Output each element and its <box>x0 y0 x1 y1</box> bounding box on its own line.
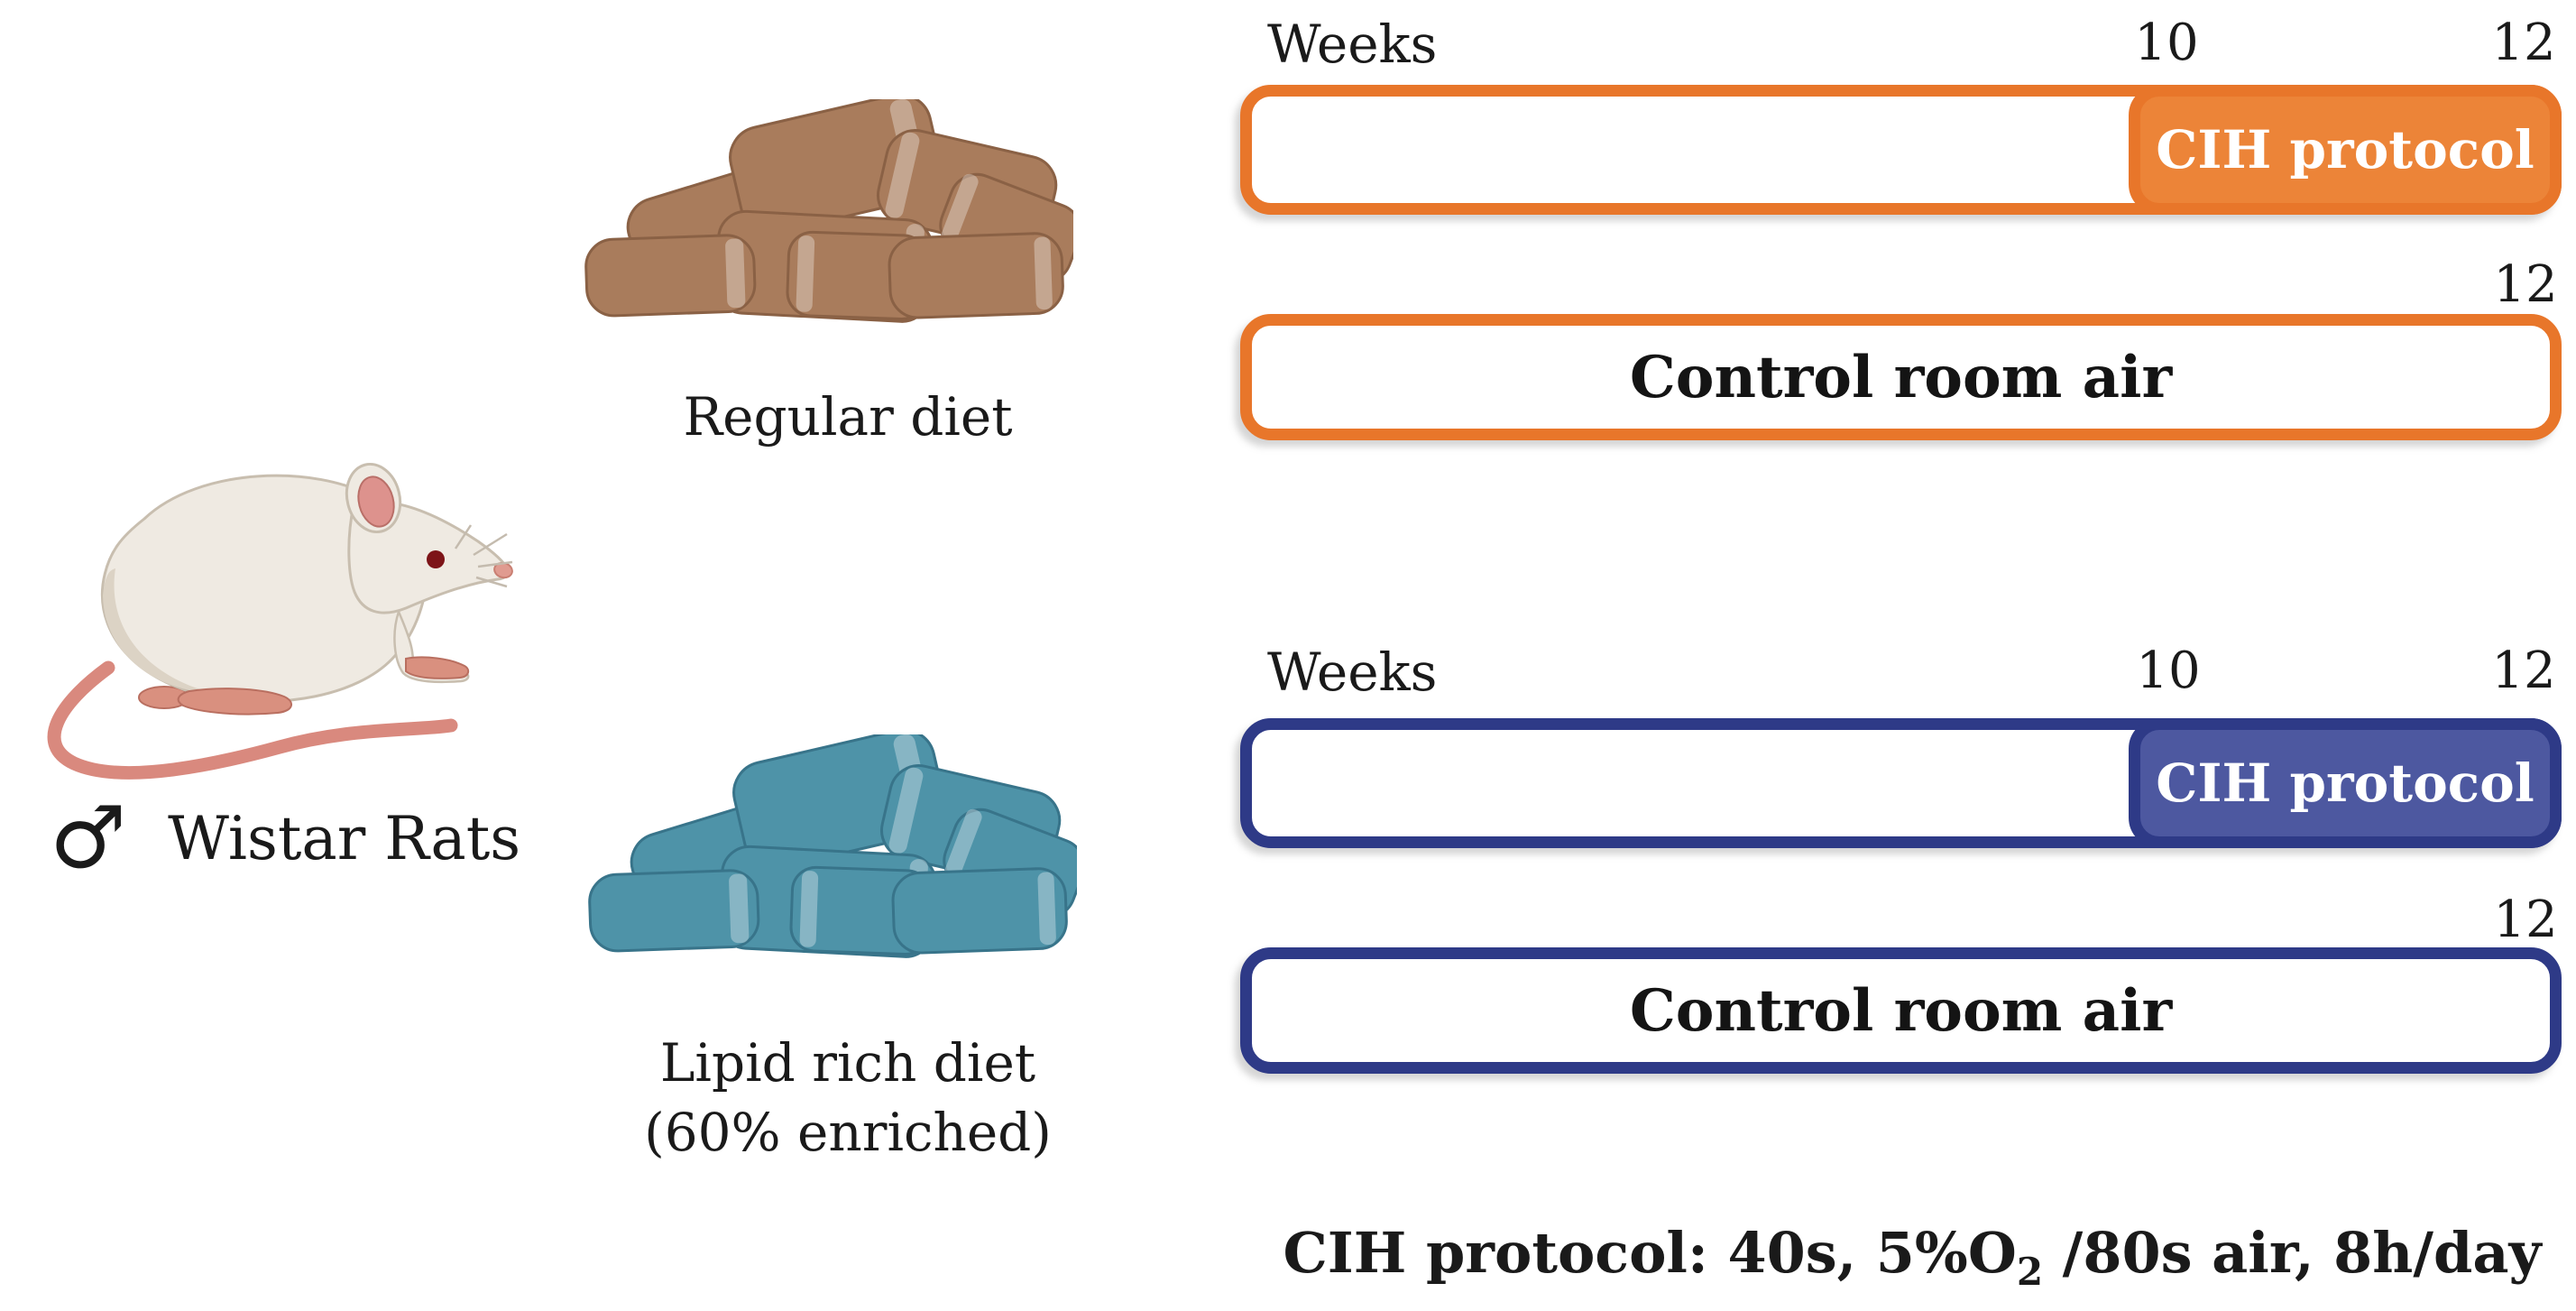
footnote-subscript: 2 <box>2016 1250 2044 1294</box>
timeline1-cih-bar: CIH protocol <box>1240 85 2562 215</box>
timeline2-control-bar: Control room air <box>1240 947 2562 1074</box>
wistar-rat-illustration <box>47 462 513 780</box>
rat-whiskers <box>454 524 513 588</box>
timeline2-control-bar-label: Control room air <box>1629 976 2173 1045</box>
male-symbol-icon: ♂ <box>50 789 127 888</box>
footnote-text-tail: /80s air, 8h/day <box>2043 1220 2542 1286</box>
timeline1-control-bar: Control room air <box>1240 314 2562 440</box>
subject-label: Wistar Rats <box>168 803 521 873</box>
timeline2-tick-week12: 12 <box>2491 642 2556 700</box>
rat-front-paw <box>405 656 470 679</box>
timeline1-tick-week12: 12 <box>2491 14 2556 72</box>
regular-diet-label: Regular diet <box>683 386 1013 448</box>
lipid-rich-diet-pellets-illustration <box>588 734 1077 958</box>
timeline1-weeks-label: Weeks <box>1267 14 1438 75</box>
timeline2-cih-bar: CIH protocol <box>1240 718 2562 848</box>
lipid-rich-diet-label: Lipid rich diet (60% enriched) <box>644 1029 1052 1167</box>
timeline2-weeks-label: Weeks <box>1267 642 1438 703</box>
timeline1-cih-segment-label: CIH protocol <box>2156 119 2535 180</box>
lipid-rich-diet-label-line2: (60% enriched) <box>644 1101 1052 1163</box>
timeline2-control-tick-week12: 12 <box>2493 891 2558 949</box>
timeline2-cih-segment: CIH protocol <box>2129 718 2562 848</box>
footnote-text-main: CIH protocol: 40s, 5%O <box>1283 1220 2017 1286</box>
rat-tail <box>47 660 458 780</box>
timeline2-cih-segment-label: CIH protocol <box>2156 752 2535 814</box>
timeline2-tick-week10: 10 <box>2136 642 2201 700</box>
subject-caption: ♂ Wistar Rats <box>50 796 520 882</box>
rat-body-shading <box>103 568 212 693</box>
rat-eye <box>427 550 445 568</box>
rat-ear-inner <box>357 475 395 528</box>
regular-diet-pellets-illustration <box>584 99 1073 323</box>
rat-hind-paw <box>177 688 292 716</box>
timeline1-control-bar-label: Control room air <box>1629 343 2173 411</box>
timeline1-control-tick-week12: 12 <box>2493 255 2558 314</box>
lipid-rich-diet-label-line1: Lipid rich diet <box>659 1032 1036 1094</box>
cih-protocol-footnote: CIH protocol: 40s, 5%O2 /80s air, 8h/day <box>1283 1220 2541 1294</box>
timeline1-tick-week10: 10 <box>2134 14 2199 72</box>
timeline1-cih-segment: CIH protocol <box>2129 85 2562 215</box>
